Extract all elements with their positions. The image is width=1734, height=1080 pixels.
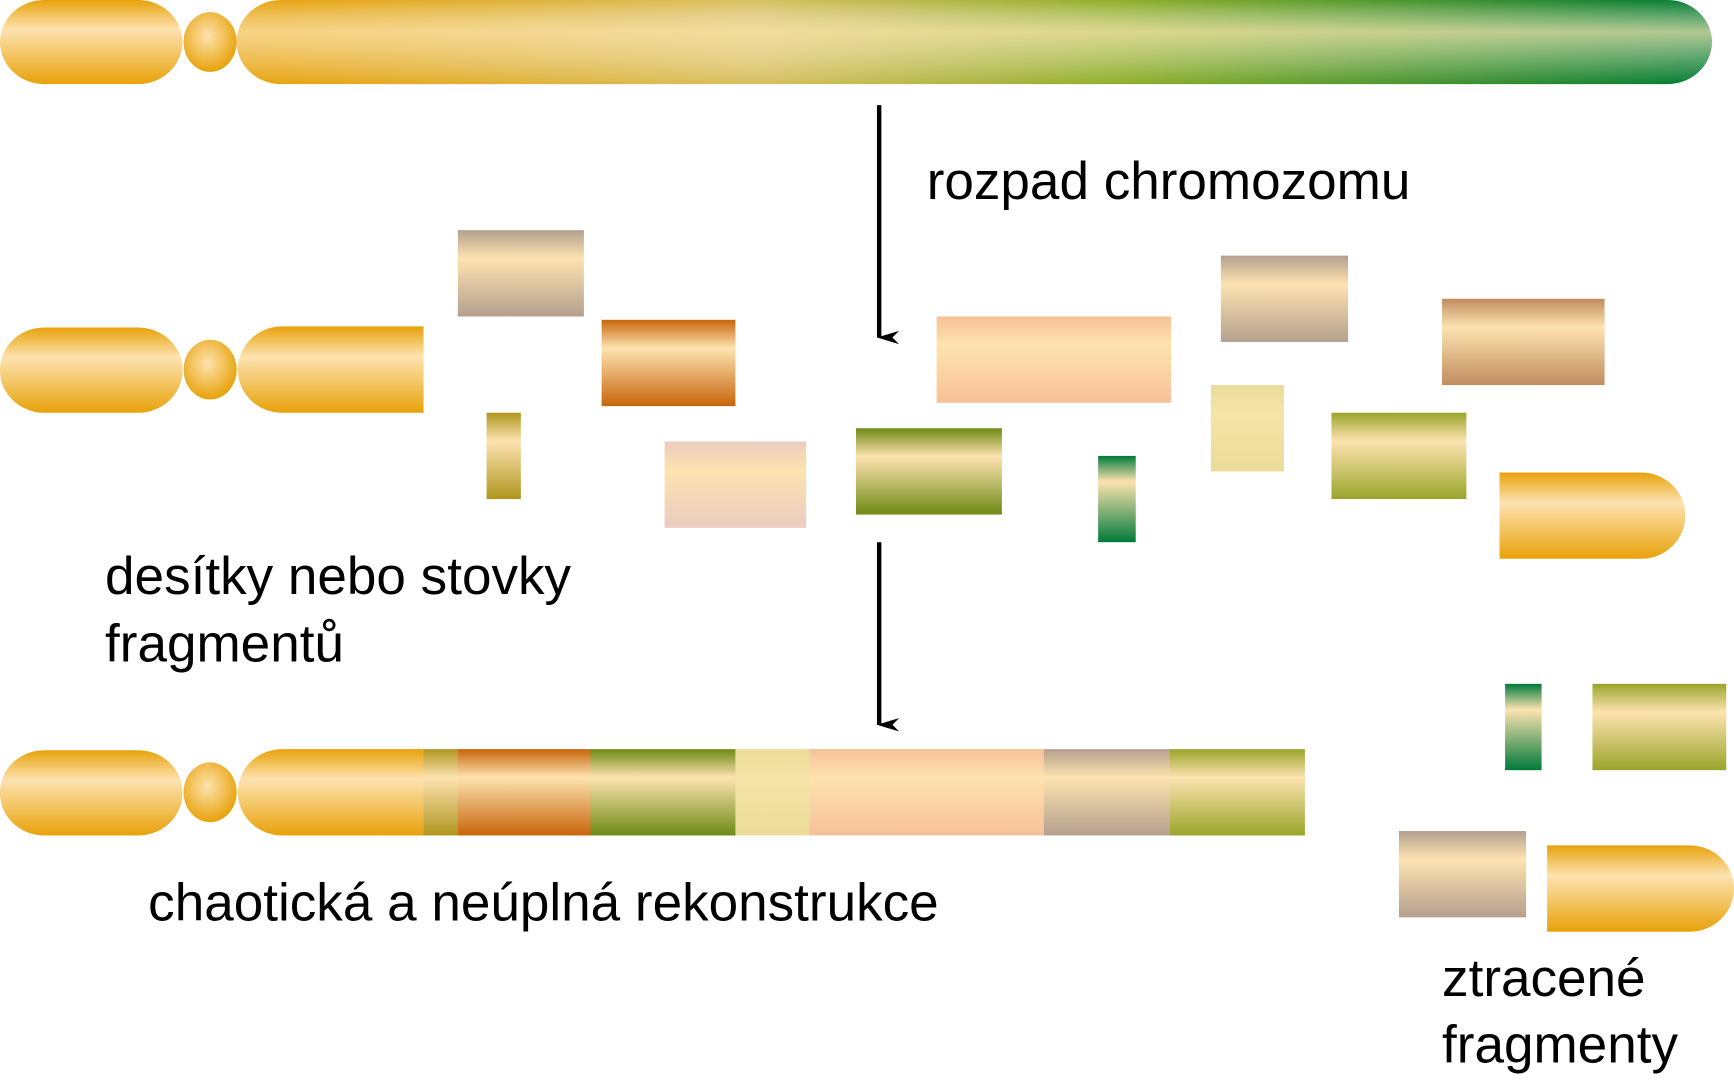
segment (809, 749, 1046, 836)
reconstructed-arm-start (237, 749, 425, 836)
reconstructed-centromere (183, 762, 237, 823)
reconstructed-chromosome (0, 749, 1305, 836)
fragment (664, 441, 807, 528)
fragment (457, 230, 584, 317)
label-fragments-line1: desítky nebo stovky (105, 547, 571, 606)
lost-fragments (1398, 683, 1734, 932)
fragment-centromere (183, 339, 237, 400)
segment (1170, 749, 1305, 836)
fragment (936, 316, 1172, 403)
centromere (183, 12, 237, 72)
label-fragments-line2: fragmentů (105, 615, 344, 674)
fragment-arm-stub (237, 326, 424, 413)
segment (423, 749, 459, 836)
fragment (1331, 412, 1467, 500)
fragment (1098, 455, 1136, 543)
lost-fragment (1398, 831, 1527, 918)
segment (1043, 749, 1172, 836)
label-lost-line1: ztracené (1442, 949, 1646, 1008)
long-arm-shine (236, 0, 1712, 85)
fragment (855, 428, 1002, 515)
lost-fragment (1592, 683, 1727, 771)
fragment (1210, 385, 1284, 472)
segment (735, 749, 811, 836)
label-lost-line2: fragmenty (1442, 1015, 1678, 1074)
shattered-fragments (0, 230, 1686, 559)
intact-chromosome (0, 0, 1712, 85)
fragment (601, 319, 736, 407)
reconstructed-short-arm (0, 750, 183, 836)
short-arm (0, 0, 183, 85)
fragment (1442, 298, 1605, 386)
fragment (486, 412, 521, 500)
label-reconstruction: chaotická a neúplná rekonstrukce (148, 874, 939, 933)
segment (457, 749, 592, 836)
label-breakdown: rozpad chromozomu (927, 152, 1411, 211)
fragment-short-arm (0, 327, 183, 413)
fragment (1220, 255, 1349, 342)
lost-fragment (1505, 683, 1542, 771)
segment (590, 749, 737, 836)
fragment-arm-end (1499, 472, 1686, 559)
lost-fragment-arm-end (1547, 845, 1734, 932)
